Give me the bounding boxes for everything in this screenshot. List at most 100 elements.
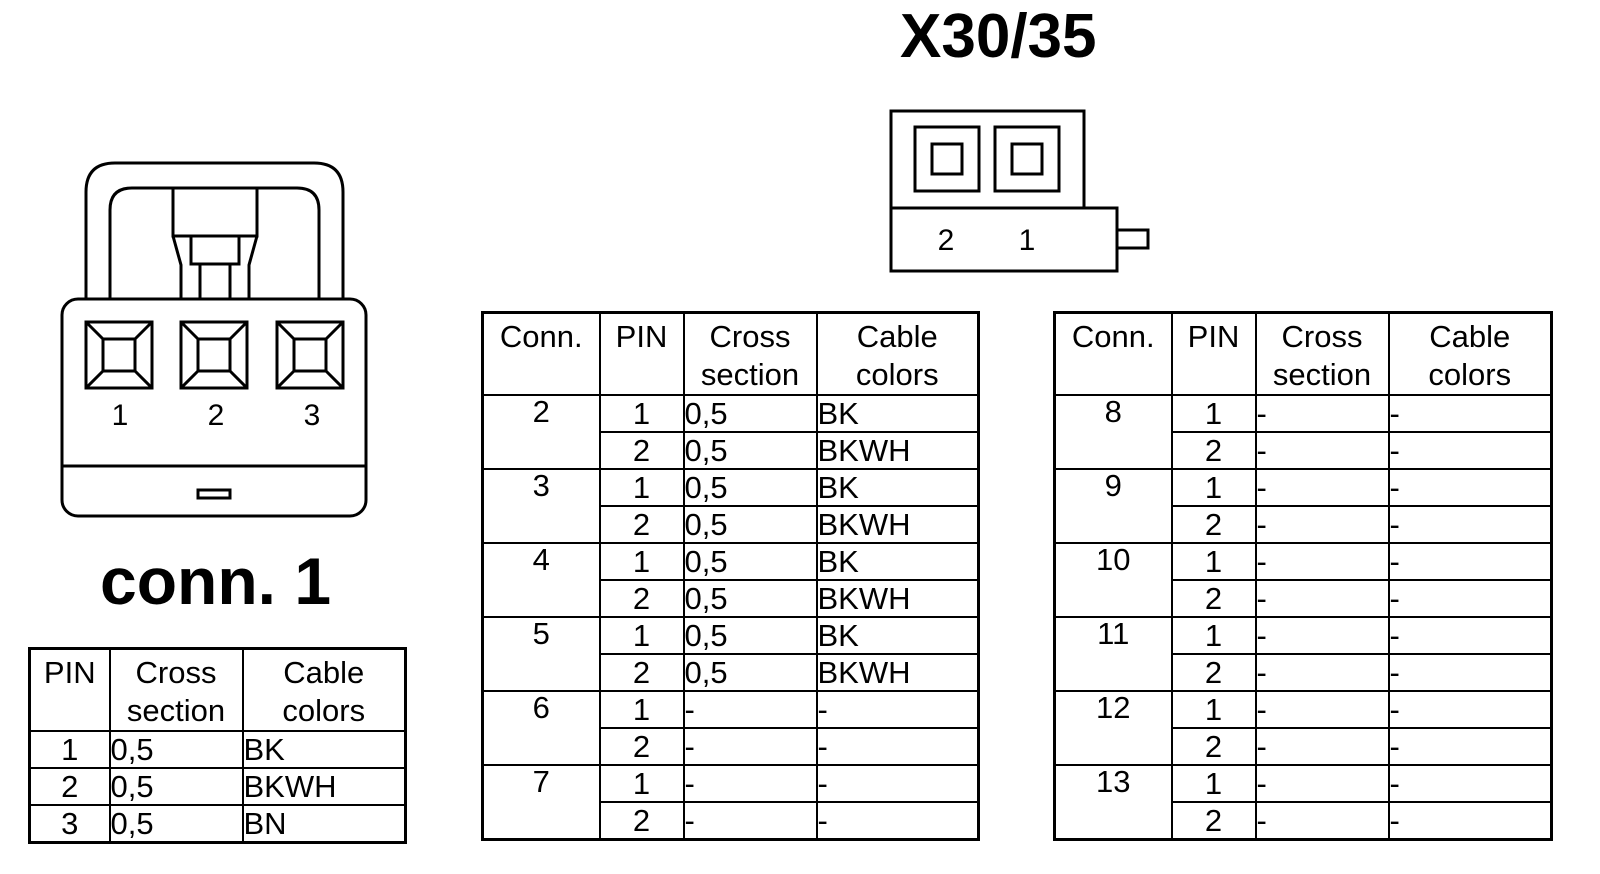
conn-cell: 9 xyxy=(1053,468,1173,544)
table-row: 2-- xyxy=(483,727,980,766)
header-cable-colors: Cable colors xyxy=(241,647,407,732)
cable-color-cell: BKWH xyxy=(815,431,980,470)
pin-cell: 2 xyxy=(1170,579,1257,618)
pin-cell: 2 xyxy=(1170,727,1257,766)
x30-pin-1 xyxy=(993,125,1061,193)
cable-color-cell: - xyxy=(815,727,980,766)
table-row: 2-- xyxy=(1055,505,1553,544)
conn1-pin-2 xyxy=(179,320,249,390)
conn-cell: 7 xyxy=(481,764,601,841)
conn-cell: 11 xyxy=(1053,616,1173,692)
cross-section-cell: - xyxy=(1254,653,1390,692)
table-header-row: Conn. PIN Cross section Cable colors xyxy=(481,311,980,396)
conn-cell: 10 xyxy=(1053,542,1173,618)
cable-color-cell: - xyxy=(1387,690,1553,729)
header-cross-section: Cross section xyxy=(682,311,818,396)
cable-color-cell: - xyxy=(815,690,980,729)
cable-color-cell: - xyxy=(1387,727,1553,766)
pin-cell: 2 xyxy=(1170,431,1257,470)
conn1-pin-label-3: 3 xyxy=(304,399,321,432)
header-pin: PIN xyxy=(1170,311,1257,396)
conn1-connector-drawing xyxy=(60,161,368,518)
conn1-pin-3 xyxy=(275,320,345,390)
table-row: 2-- xyxy=(1055,653,1553,692)
cable-color-cell: BN xyxy=(241,804,407,844)
cross-section-cell: - xyxy=(1254,431,1390,470)
cross-section-cell: 0,5 xyxy=(682,616,818,655)
pin-cell: 1 xyxy=(598,764,685,803)
cable-color-cell: - xyxy=(1387,542,1553,581)
pin-cell: 2 xyxy=(1170,801,1257,841)
cross-section-cell: 0,5 xyxy=(108,804,244,844)
pin-cell: 2 xyxy=(598,653,685,692)
cross-section-cell: 0,5 xyxy=(682,468,818,507)
x30-pin-label-1: 1 xyxy=(1019,224,1036,257)
cross-section-cell: - xyxy=(682,801,818,841)
cross-section-cell: - xyxy=(682,727,818,766)
table-row: 2-- xyxy=(1055,727,1553,766)
conn1-title: conn. 1 xyxy=(100,544,332,618)
pin-cell: 2 xyxy=(1170,505,1257,544)
pin-cell: 1 xyxy=(1170,542,1257,581)
table-row: 2-- xyxy=(1055,431,1553,470)
cable-color-cell: BK xyxy=(241,730,407,769)
table-header-row: Conn. PIN Cross section Cable colors xyxy=(1053,311,1553,396)
conn-cell: 12 xyxy=(1053,690,1173,766)
cable-color-cell: BK xyxy=(815,616,980,655)
pin-cell: 1 xyxy=(598,394,685,433)
cross-section-cell: - xyxy=(1254,468,1390,507)
cable-color-cell: - xyxy=(1387,653,1553,692)
conn-cell: 6 xyxy=(481,690,601,766)
x30-title: X30/35 xyxy=(900,2,1097,71)
cross-section-cell: - xyxy=(1254,394,1390,433)
cross-section-cell: 0,5 xyxy=(682,579,818,618)
pin-cell: 1 xyxy=(28,730,111,769)
pin-cell: 1 xyxy=(1170,616,1257,655)
cross-section-cell: - xyxy=(1254,801,1390,841)
pin-cell: 2 xyxy=(598,579,685,618)
cross-section-cell: 0,5 xyxy=(108,730,244,769)
cross-section-cell: 0,5 xyxy=(682,653,818,692)
conn1-pin-1 xyxy=(84,320,154,390)
x30-pin-label-2: 2 xyxy=(938,224,955,257)
cable-color-cell: BK xyxy=(815,468,980,507)
cable-color-cell: BKWH xyxy=(241,767,407,806)
cross-section-cell: - xyxy=(1254,542,1390,581)
table-row: 2-- xyxy=(483,801,980,841)
pin-cell: 1 xyxy=(598,690,685,729)
cross-section-cell: - xyxy=(1254,616,1390,655)
cable-color-cell: BKWH xyxy=(815,505,980,544)
cable-color-cell: - xyxy=(1387,505,1553,544)
pin-cell: 1 xyxy=(1170,468,1257,507)
cross-section-cell: 0,5 xyxy=(682,431,818,470)
pin-cell: 1 xyxy=(1170,690,1257,729)
pin-cell: 1 xyxy=(598,616,685,655)
cross-section-cell: 0,5 xyxy=(682,542,818,581)
x30-connector-drawing xyxy=(889,109,1150,273)
pin-cell: 2 xyxy=(598,801,685,841)
conn-cell: 13 xyxy=(1053,764,1173,841)
cable-color-cell: - xyxy=(1387,764,1553,803)
cable-color-cell: BKWH xyxy=(815,579,980,618)
conn1-pin-label-1: 1 xyxy=(112,399,129,432)
cable-color-cell: - xyxy=(1387,431,1553,470)
cross-section-cell: 0,5 xyxy=(682,505,818,544)
cable-color-cell: - xyxy=(1387,579,1553,618)
cross-section-cell: - xyxy=(1254,727,1390,766)
header-conn: Conn. xyxy=(481,311,601,396)
conn-cell: 8 xyxy=(1053,394,1173,470)
conn-cell: 2 xyxy=(481,394,601,470)
pin-cell: 2 xyxy=(598,431,685,470)
